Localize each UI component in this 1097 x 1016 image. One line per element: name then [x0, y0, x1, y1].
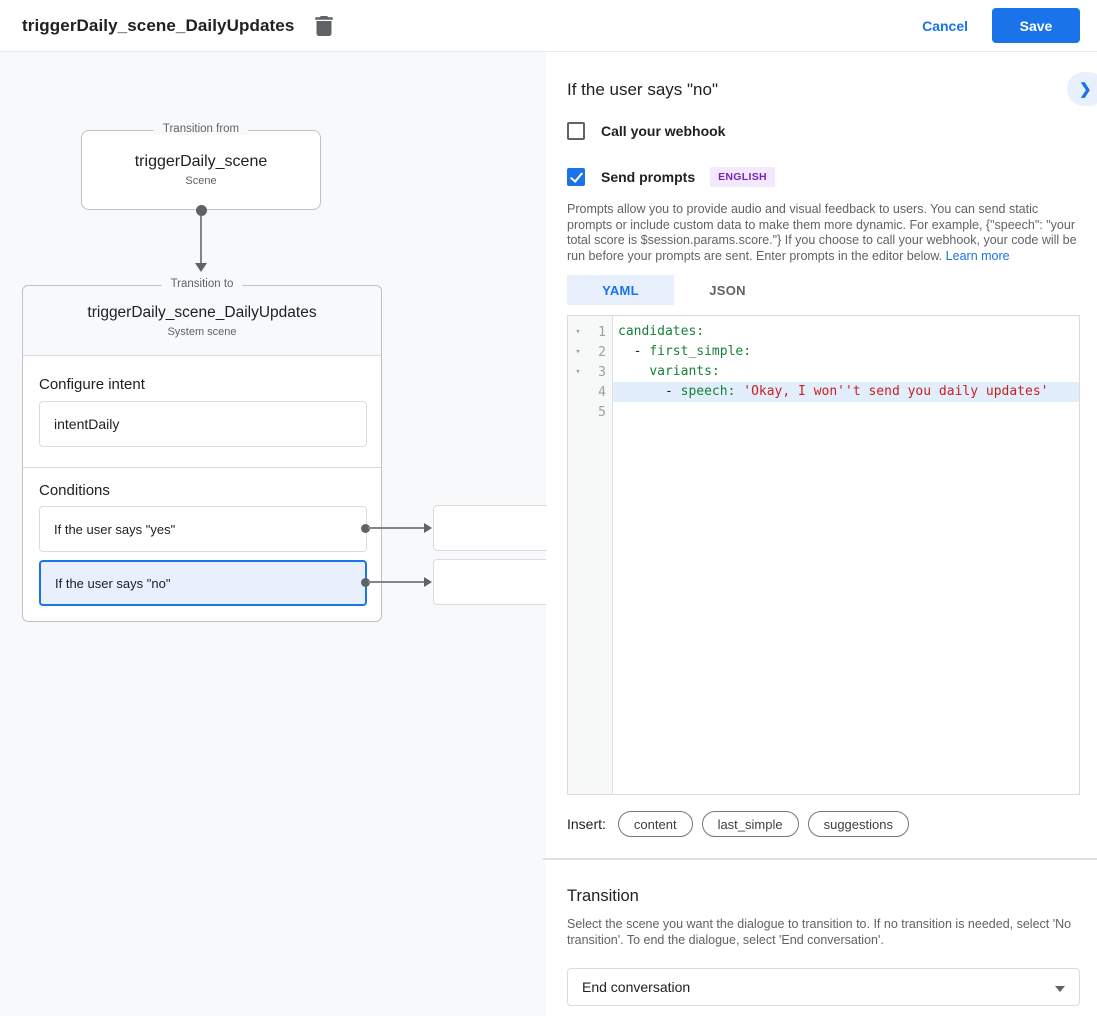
save-button[interactable]: Save	[992, 8, 1080, 43]
line-number: 2	[598, 344, 606, 360]
collapse-panel-button[interactable]: ❯	[1067, 72, 1097, 106]
insert-chip-last-simple[interactable]: last_simple	[701, 811, 799, 837]
condition-no-arrow-line	[368, 581, 424, 583]
condition-yes-arrow-head	[424, 523, 432, 533]
fold-icon[interactable]: ▾	[575, 367, 581, 377]
yaml-key: first_simple:	[649, 344, 752, 359]
editor-format-tabs: YAML JSON	[567, 275, 781, 305]
insert-chip-suggestions[interactable]: suggestions	[807, 811, 909, 837]
send-prompts-row: Send prompts ENGLISH	[567, 167, 775, 187]
line-number: 1	[598, 324, 606, 340]
insert-label: Insert:	[567, 816, 606, 832]
flow-arrow-head	[195, 263, 207, 272]
insert-helper-row: Insert: content last_simple suggestions	[567, 811, 918, 837]
code-line: - first_simple:	[613, 342, 1079, 362]
line-number: 3	[598, 364, 606, 380]
transition-from-title: triggerDaily_scene	[134, 153, 268, 170]
gutter-row: 4	[568, 382, 612, 402]
page-header: triggerDaily_scene_DailyUpdates Cancel S…	[0, 0, 1097, 52]
dropdown-caret-icon	[1055, 986, 1065, 992]
condition-no-port-dot	[361, 578, 370, 587]
yaml-key: speech:	[680, 384, 736, 399]
fold-icon[interactable]: ▾	[575, 327, 581, 337]
transition-from-legend: Transition from	[153, 123, 249, 135]
gutter-row: ▾ 2	[568, 342, 612, 362]
code-line-active: - speech: 'Okay, I won''t send you daily…	[613, 382, 1079, 402]
tab-json[interactable]: JSON	[709, 282, 746, 298]
transition-description: Select the scene you want the dialogue t…	[567, 917, 1072, 947]
code-line: candidates:	[613, 322, 1079, 342]
webhook-checkbox[interactable]	[567, 122, 585, 140]
page-title: triggerDaily_scene_DailyUpdates	[22, 15, 295, 35]
flow-arrow-line	[200, 212, 202, 264]
transition-to-subtitle: System scene	[167, 326, 237, 338]
prompts-description-text: Prompts allow you to provide audio and v…	[567, 202, 1077, 263]
code-line	[613, 402, 1079, 422]
transition-to-legend: Transition to	[161, 278, 243, 290]
condition-item-no[interactable]: If the user says "no"	[39, 560, 367, 606]
transition-to-title: triggerDaily_scene_DailyUpdates	[87, 304, 317, 321]
yaml-plain: -	[618, 344, 650, 359]
flow-arrow-origin-dot	[196, 205, 207, 216]
editor-gutter: ▾ 1 ▾ 2 ▾ 3 4 5	[568, 316, 613, 794]
delete-button[interactable]	[312, 14, 336, 38]
webhook-row: Call your webhook	[567, 122, 725, 140]
fold-icon[interactable]: ▾	[575, 347, 581, 357]
condition-detail-panel: If the user says "no" ❯ Call your webhoo…	[543, 52, 1097, 1016]
configure-intent-label: Configure intent	[39, 376, 145, 393]
language-badge: ENGLISH	[710, 167, 775, 187]
cancel-button[interactable]: Cancel	[922, 17, 968, 34]
gutter-row: 5	[568, 402, 612, 422]
condition-item-yes[interactable]: If the user says "yes"	[39, 506, 367, 552]
code-line: variants:	[613, 362, 1079, 382]
send-prompts-checkbox[interactable]	[567, 168, 585, 186]
learn-more-link[interactable]: Learn more	[945, 248, 1010, 263]
intent-field[interactable]: intentDaily	[39, 401, 367, 447]
line-number: 4	[598, 384, 606, 400]
transition-heading: Transition	[567, 887, 639, 905]
transition-select[interactable]: End conversation	[567, 968, 1080, 1006]
transition-to-header: triggerDaily_scene_DailyUpdates System s…	[23, 286, 381, 356]
condition-no-target-node[interactable]	[433, 559, 546, 605]
send-prompts-label: Send prompts	[601, 169, 696, 185]
transition-select-value: End conversation	[582, 979, 691, 995]
header-actions: Cancel Save	[922, 8, 1080, 43]
webhook-label: Call your webhook	[601, 123, 726, 139]
tab-yaml[interactable]: YAML	[567, 275, 674, 305]
yaml-plain	[618, 364, 649, 379]
trash-icon	[315, 15, 334, 36]
transition-from-subtitle: Scene	[185, 175, 217, 187]
gutter-row: ▾ 3	[568, 362, 612, 382]
condition-yes-arrow-line	[368, 527, 424, 529]
panel-title: If the user says "no"	[567, 80, 718, 99]
insert-chip-content[interactable]: content	[617, 811, 693, 837]
prompt-code-editor: ▾ 1 ▾ 2 ▾ 3 4 5 candidates: - first_sim	[567, 315, 1080, 795]
section-divider	[23, 467, 381, 468]
panel-divider	[543, 858, 1097, 860]
yaml-key: candidates:	[618, 324, 705, 339]
chevron-right-icon: ❯	[1079, 81, 1092, 98]
transition-from-node[interactable]: Transition from triggerDaily_scene Scene	[81, 123, 321, 210]
condition-no-arrow-head	[424, 577, 432, 587]
prompts-description: Prompts allow you to provide audio and v…	[567, 202, 1083, 264]
line-number: 5	[598, 404, 606, 420]
transition-to-node: Transition to triggerDaily_scene_DailyUp…	[22, 278, 382, 622]
gutter-row: ▾ 1	[568, 322, 612, 342]
yaml-plain: -	[618, 384, 681, 399]
yaml-key: variants:	[649, 364, 720, 379]
scene-diagram-canvas: Transition from triggerDaily_scene Scene…	[0, 52, 546, 1016]
condition-yes-target-node[interactable]	[433, 505, 546, 551]
editor-code-area[interactable]: candidates: - first_simple: variants: - …	[613, 316, 1079, 794]
condition-yes-port-dot	[361, 524, 370, 533]
conditions-label: Conditions	[39, 482, 110, 499]
yaml-string: 'Okay, I won''t send you daily updates'	[743, 384, 1049, 399]
